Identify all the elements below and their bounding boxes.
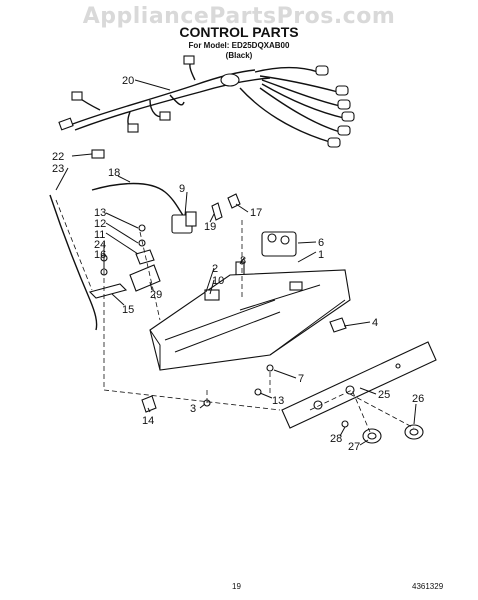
callout-13: 13 <box>94 207 106 219</box>
callout-labels: 20 22 23 18 9 17 13 12 11 24 16 19 6 1 8… <box>52 75 424 453</box>
color-line: (Black) <box>225 51 253 60</box>
document-number: 4361329 <box>412 582 444 591</box>
clip-part <box>91 149 105 159</box>
page-number: 19 <box>232 582 241 591</box>
knob-part-26 <box>404 424 424 440</box>
thermostat-part <box>171 211 197 234</box>
callout-7: 7 <box>298 373 304 385</box>
callout-29: 29 <box>150 289 162 301</box>
control-panel <box>281 341 437 429</box>
callout-18: 18 <box>108 167 120 179</box>
sensor-part-19 <box>211 202 223 221</box>
watermark: AppliancePartsPros.com <box>82 4 396 29</box>
callout-10: 10 <box>212 275 224 287</box>
control-rod <box>49 194 98 331</box>
knob-part-27 <box>362 428 382 444</box>
callout-14: 14 <box>142 415 154 427</box>
model-line: For Model: ED25DQXAB00 <box>188 41 290 50</box>
screw-part-13-lower <box>254 388 262 396</box>
callout-20: 20 <box>122 75 134 87</box>
capillary-tube <box>91 182 186 219</box>
callout-11: 11 <box>94 229 105 241</box>
clip-part-14 <box>141 395 157 413</box>
callout-3: 3 <box>190 403 196 415</box>
callout-8: 8 <box>240 255 246 267</box>
callout-16: 16 <box>94 249 106 261</box>
diagram-title: CONTROL PARTS <box>179 24 299 40</box>
callout-19: 19 <box>204 221 216 233</box>
callout-17: 17 <box>250 207 262 219</box>
callout-23: 23 <box>52 163 64 175</box>
wire-harness <box>58 55 355 148</box>
callout-22: 22 <box>52 151 64 163</box>
leader-lines <box>55 79 417 446</box>
callout-26: 26 <box>412 393 424 405</box>
callout-4: 4 <box>372 317 378 329</box>
callout-2: 2 <box>212 263 218 275</box>
damper-control-part <box>261 231 297 257</box>
callout-13-lower: 13 <box>272 395 284 407</box>
callout-9: 9 <box>179 183 185 195</box>
screw-part-13 <box>138 224 146 232</box>
callout-25: 25 <box>378 389 390 401</box>
callout-24: 24 <box>94 239 106 251</box>
control-housing <box>149 269 351 371</box>
part-28 <box>341 420 349 428</box>
lever-part-15 <box>88 283 128 299</box>
control-part-29 <box>129 264 161 292</box>
callout-28: 28 <box>330 433 342 445</box>
screw-part-7 <box>266 364 274 372</box>
callout-12: 12 <box>94 218 106 230</box>
part-4 <box>329 317 347 333</box>
callout-6: 6 <box>318 237 324 249</box>
callout-27: 27 <box>348 441 360 453</box>
callout-15: 15 <box>122 304 134 316</box>
bracket-part-11 <box>135 249 155 265</box>
callout-1: 1 <box>318 249 324 261</box>
